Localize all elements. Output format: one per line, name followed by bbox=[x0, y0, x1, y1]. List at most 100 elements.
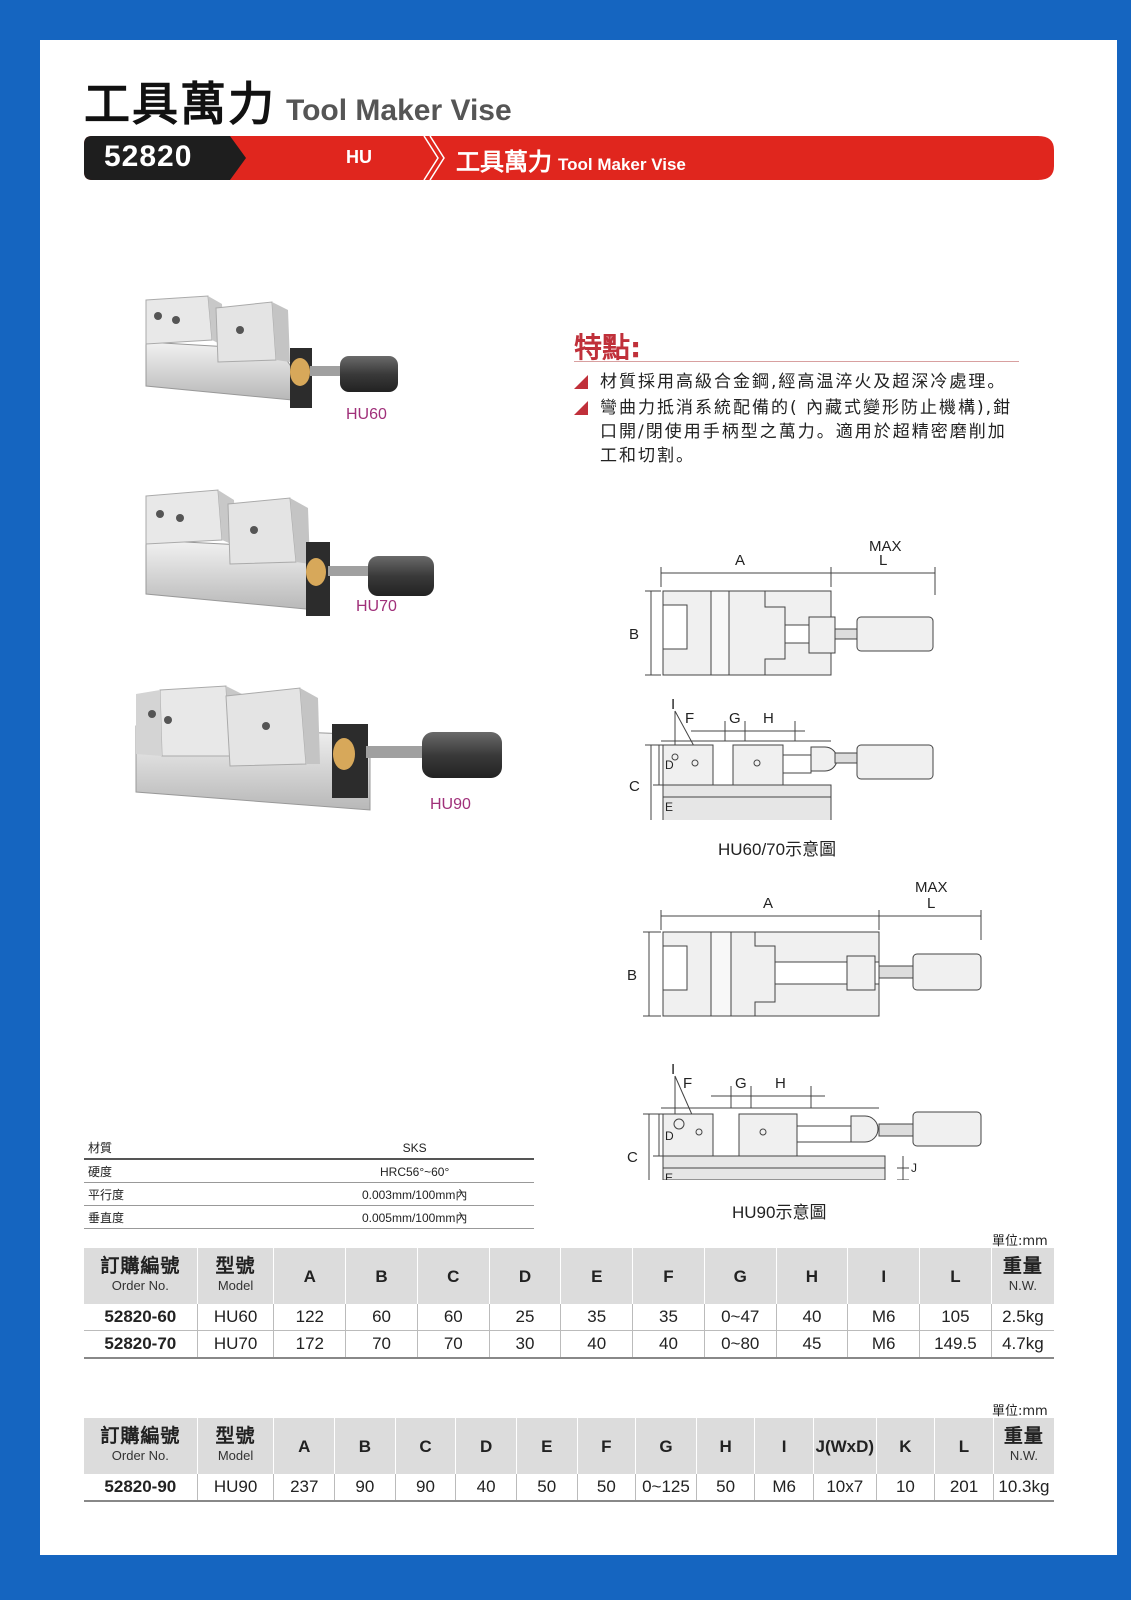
column-header-label: 型號 bbox=[215, 1426, 256, 1447]
column-header: G bbox=[635, 1418, 697, 1474]
column-header-label: B bbox=[358, 1436, 372, 1456]
column-header-sublabel: Model bbox=[217, 1278, 254, 1293]
column-header: A bbox=[273, 1248, 346, 1304]
dim-label: A bbox=[735, 552, 745, 569]
product-label-hu70: HU70 bbox=[356, 598, 397, 615]
column-header-label: F bbox=[663, 1266, 674, 1286]
column-header-label: F bbox=[601, 1436, 612, 1456]
dim-label: F bbox=[683, 1075, 692, 1092]
column-header-label: L bbox=[958, 1436, 970, 1456]
dim-label: A bbox=[763, 895, 773, 912]
table-cell: 52820-60 bbox=[84, 1304, 198, 1331]
banner-shape bbox=[84, 136, 1054, 180]
unit-label-table2: 單位:mm bbox=[992, 1404, 1048, 1419]
table-cell: 50 bbox=[576, 1474, 636, 1502]
column-header: C bbox=[394, 1418, 456, 1474]
table-cell: 105 bbox=[919, 1304, 992, 1331]
column-header-label: 重量 bbox=[1002, 1256, 1043, 1277]
dim-label: L bbox=[879, 552, 887, 569]
features-list: 材質採用高級合金鋼,經高温淬火及超深冷處理。 彎曲力抵消系統配備的( 內藏式變形… bbox=[572, 370, 1022, 470]
spec-value: SKS bbox=[149, 1136, 534, 1160]
dim-label: G bbox=[729, 710, 741, 727]
column-header-label: K bbox=[899, 1436, 912, 1456]
column-header: F bbox=[632, 1248, 705, 1304]
table-cell: 30 bbox=[488, 1330, 561, 1359]
unit-label-table1: 單位:mm bbox=[992, 1234, 1048, 1249]
table-cell: 90 bbox=[394, 1474, 456, 1502]
dim-label: I bbox=[671, 696, 675, 713]
table-cell: 35 bbox=[560, 1304, 633, 1331]
column-header: L bbox=[934, 1418, 994, 1474]
dim-label: H bbox=[775, 1075, 786, 1092]
column-header-label: B bbox=[375, 1266, 388, 1286]
bullet-triangle-icon bbox=[574, 401, 588, 415]
table-cell: 25 bbox=[488, 1304, 561, 1331]
table-cell: 0~125 bbox=[635, 1474, 697, 1502]
spec-label: 材質 bbox=[84, 1136, 150, 1160]
column-header-label: H bbox=[719, 1436, 732, 1456]
column-header-sublabel: Order No. bbox=[111, 1278, 169, 1293]
dim-label: I bbox=[671, 1061, 675, 1078]
table-cell: 90 bbox=[334, 1474, 396, 1502]
column-header-label: A bbox=[298, 1436, 311, 1456]
column-header-sublabel: Order No. bbox=[111, 1448, 169, 1463]
vise-hu90-image bbox=[135, 685, 502, 811]
diagram-caption-hu90: HU90示意圖 bbox=[732, 1203, 827, 1222]
dim-label: F bbox=[685, 710, 694, 727]
column-header: F bbox=[576, 1418, 636, 1474]
table-cell: 70 bbox=[345, 1330, 418, 1359]
page-title-en: Tool Maker Vise bbox=[286, 94, 512, 127]
product-label-hu60: HU60 bbox=[346, 406, 387, 423]
feature-item: 彎曲力抵消系統配備的( 內藏式變形防止機構),鉗口開/閉使用手柄型之萬力。適用於… bbox=[572, 396, 1022, 468]
table-cell: M6 bbox=[847, 1330, 920, 1359]
table-cell: 50 bbox=[515, 1474, 578, 1502]
table-cell: 45 bbox=[775, 1330, 848, 1359]
dim-label: H bbox=[763, 710, 774, 727]
table-cell: 122 bbox=[273, 1304, 346, 1331]
spec-label: 垂直度 bbox=[84, 1205, 150, 1229]
dim-label: J bbox=[911, 1161, 917, 1175]
banner-title-en: Tool Maker Vise bbox=[558, 155, 686, 174]
table-cell: 40 bbox=[632, 1330, 705, 1359]
column-header-sublabel: N.W. bbox=[1008, 1278, 1037, 1293]
column-header: B bbox=[345, 1248, 418, 1304]
dim-label: B bbox=[629, 626, 639, 643]
table-cell: M6 bbox=[754, 1474, 814, 1502]
table-cell: 70 bbox=[416, 1330, 490, 1359]
banner-series: HU bbox=[346, 147, 372, 167]
column-header: J(WxD) bbox=[812, 1418, 877, 1474]
column-header-label: 訂購編號 bbox=[100, 1426, 181, 1447]
table-cell: 10 bbox=[875, 1474, 935, 1502]
column-header: B bbox=[334, 1418, 396, 1474]
dim-label: D bbox=[665, 758, 674, 772]
table-cell: 35 bbox=[632, 1304, 705, 1331]
dim-label: C bbox=[627, 1149, 638, 1166]
table-cell: 172 bbox=[273, 1330, 346, 1359]
column-header: E bbox=[560, 1248, 633, 1304]
spec-label: 硬度 bbox=[84, 1159, 150, 1183]
column-header-label: 型號 bbox=[215, 1256, 256, 1277]
column-header-label: E bbox=[541, 1436, 553, 1456]
column-header-label: I bbox=[781, 1436, 787, 1456]
column-header-label: C bbox=[419, 1436, 432, 1456]
product-label-hu90: HU90 bbox=[430, 796, 471, 813]
vise-hu60-image bbox=[145, 295, 398, 408]
table-cell: 0~47 bbox=[703, 1304, 777, 1331]
table-cell: 201 bbox=[934, 1474, 994, 1502]
table-cell: 50 bbox=[695, 1474, 755, 1502]
table-cell: 40 bbox=[455, 1474, 517, 1502]
column-header-label: E bbox=[591, 1266, 603, 1286]
column-header: D bbox=[488, 1248, 561, 1304]
